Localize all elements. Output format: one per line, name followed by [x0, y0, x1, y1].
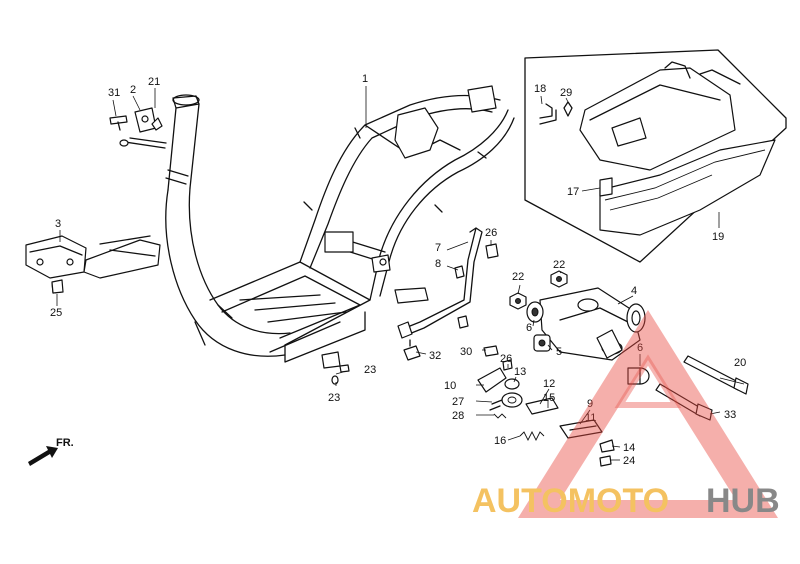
watermark-brand-automoto: AUTOMOTO — [472, 482, 669, 520]
callout-6-left: 6 — [526, 322, 532, 334]
callout-31: 31 — [108, 87, 120, 99]
callout-26-top: 26 — [485, 227, 497, 239]
callout-4: 4 — [631, 285, 637, 297]
head-pipe-bracket — [109, 107, 189, 185]
callout-17: 17 — [567, 186, 579, 198]
callout-21: 21 — [148, 76, 160, 88]
callout-9: 9 — [587, 398, 593, 410]
watermark-triangle-logo — [518, 310, 778, 518]
callout-26-bottom: 26 — [500, 353, 512, 365]
callout-6-right: 6 — [637, 342, 643, 354]
callout-5: 5 — [556, 346, 562, 358]
callout-22-right: 22 — [553, 259, 565, 271]
callout-25: 25 — [50, 307, 62, 319]
callout-18: 18 — [534, 83, 546, 95]
callout-29: 29 — [560, 87, 572, 99]
watermark-brand-hub: HUB — [706, 482, 780, 520]
callout-32: 32 — [429, 350, 441, 362]
callout-27: 27 — [452, 396, 464, 408]
frame-body — [165, 85, 515, 372]
callout-23-right: 23 — [364, 364, 376, 376]
side-stay-rod — [397, 227, 499, 361]
callout-23-bottom: 23 — [328, 392, 340, 404]
front-direction-arrow: FR. — [28, 437, 74, 466]
engine-hanger-assembly — [477, 270, 749, 467]
callout-30: 30 — [460, 346, 472, 358]
callout-22-left: 22 — [512, 271, 524, 283]
callout-7: 7 — [435, 242, 441, 254]
small-fasteners — [51, 279, 350, 385]
callout-28: 28 — [452, 410, 464, 422]
underbody-inset — [524, 49, 787, 263]
direction-label: FR. — [56, 437, 74, 449]
callout-labels: 1 31 2 21 3 25 7 8 26 32 23 23 4 22 22 6… — [50, 73, 746, 467]
callout-3: 3 — [55, 218, 61, 230]
callout-10: 10 — [444, 380, 456, 392]
callout-33: 33 — [724, 409, 736, 421]
callout-13: 13 — [514, 366, 526, 378]
leader-lines — [56, 86, 745, 461]
callout-16: 16 — [494, 435, 506, 447]
callout-11: 11 — [585, 412, 596, 424]
callout-19: 19 — [712, 231, 724, 243]
automotohub-watermark: AUTOMOTO HUB — [472, 310, 780, 520]
callout-20: 20 — [734, 357, 746, 369]
callout-8: 8 — [435, 258, 441, 270]
callout-1: 1 — [362, 73, 368, 85]
callout-24: 24 — [623, 455, 635, 467]
callout-2: 2 — [130, 84, 136, 96]
callout-14: 14 — [623, 442, 635, 454]
callout-15: 15 — [543, 392, 555, 404]
callout-12: 12 — [543, 378, 555, 390]
front-bracket — [25, 235, 161, 294]
